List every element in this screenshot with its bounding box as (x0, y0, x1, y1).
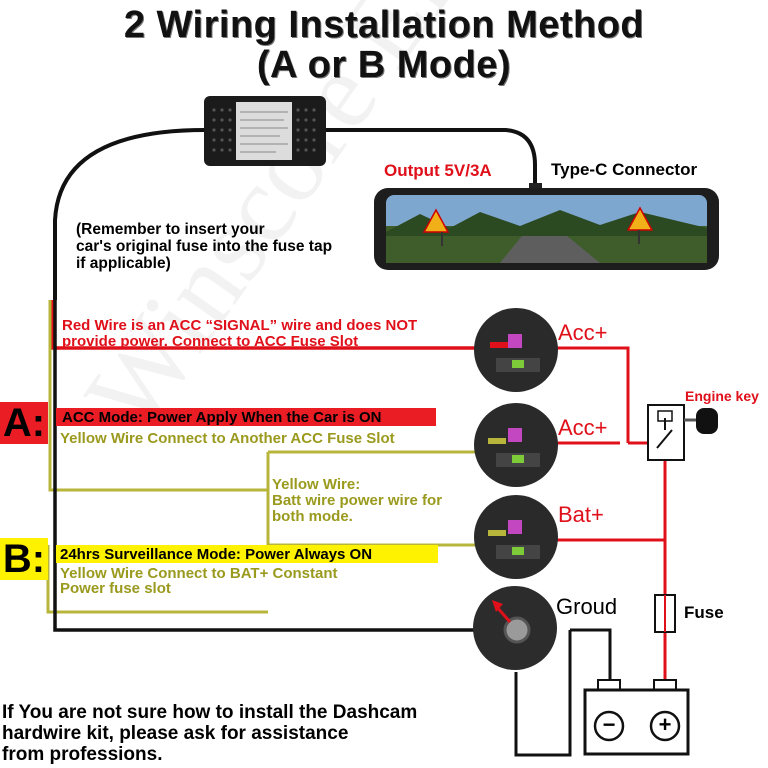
sticker-lines (240, 111, 288, 153)
black-cable-left (53, 128, 206, 300)
fuse-box-acc-2 (474, 403, 558, 487)
mode-a-letter: A: (2, 401, 46, 445)
black-wire-ground (53, 300, 480, 632)
hardwire-vents (212, 108, 316, 152)
mode-b-badge (0, 538, 48, 580)
car-key-icon (684, 408, 718, 434)
yellow-wire-b (46, 545, 268, 614)
mode-a-badge (0, 402, 48, 444)
hardwire-box-sticker (236, 102, 292, 160)
mode-b-letter: B: (2, 537, 46, 581)
yellow-wire-note-line-3: both mode. (272, 508, 353, 525)
engine-key-switch (647, 404, 685, 461)
mirror-dashcam (374, 188, 719, 270)
mode-b-heading-bar (56, 545, 438, 563)
mode-a-detail: Yellow Wire Connect to Another ACC Fuse … (60, 430, 395, 447)
slot-label-bat: Bat+ (558, 502, 604, 527)
red-wire-acc-key (556, 346, 630, 443)
mode-a-heading-bar (56, 408, 436, 426)
footer-line-1: If You are not sure how to install the D… (2, 702, 418, 723)
connector-label: Type-C Connector (551, 160, 698, 179)
fuse-note-line-1: (Remember to insert your (76, 221, 265, 238)
footer-line-2: hardwire kit, please ask for assistance (2, 723, 349, 744)
mode-b-detail-line-1: Yellow Wire Connect to BAT+ Constant (60, 565, 338, 582)
black-wire-battery-minus (570, 628, 612, 690)
ground-bolt-photo (473, 586, 557, 670)
mode-a-heading: ACC Mode: Power Apply When the Car is ON (62, 409, 382, 426)
output-label: Output 5V/3A (384, 161, 492, 180)
black-wire-ground-loop (514, 630, 572, 757)
title-line-2: (A or B Mode) (256, 44, 512, 86)
ground-label: Groud (556, 594, 618, 619)
yellow-wire-a (48, 300, 268, 492)
mode-b-heading: 24hrs Surveillance Mode: Power Always ON (60, 546, 373, 563)
battery-plus-label: + (658, 712, 672, 737)
fuse-note-line-2: car's original fuse into the fuse tap (76, 238, 333, 255)
red-wire-note-line-1: Red Wire is an ACC “SIGNAL” wire and doe… (62, 317, 418, 334)
fuse-note-line-3: if applicable) (76, 255, 171, 272)
yellow-wire-note-line-2: Batt wire power wire for (272, 492, 443, 509)
mode-b-detail-line-2: Power fuse slot (60, 580, 171, 597)
fuse-label: Fuse (684, 603, 724, 622)
engine-key-label: Engine key (685, 388, 759, 404)
battery-icon (583, 679, 690, 756)
footer-line-3: from professions. (2, 744, 163, 765)
fuse-box-acc-1 (474, 308, 558, 392)
title-line-1: 2 Wiring Installation Method (123, 4, 645, 46)
slot-label-acc-1: Acc+ (558, 320, 608, 345)
fuse-box-bat (474, 495, 558, 579)
battery-minus-label: − (602, 712, 616, 737)
slot-label-acc-2: Acc+ (558, 415, 608, 440)
red-wire-note-line-2: provide power. Connect to ACC Fuse Slot (62, 333, 359, 350)
yellow-wire-note-line-1: Yellow Wire: (272, 476, 361, 493)
black-cable-right (325, 128, 537, 184)
red-wire (50, 300, 478, 350)
